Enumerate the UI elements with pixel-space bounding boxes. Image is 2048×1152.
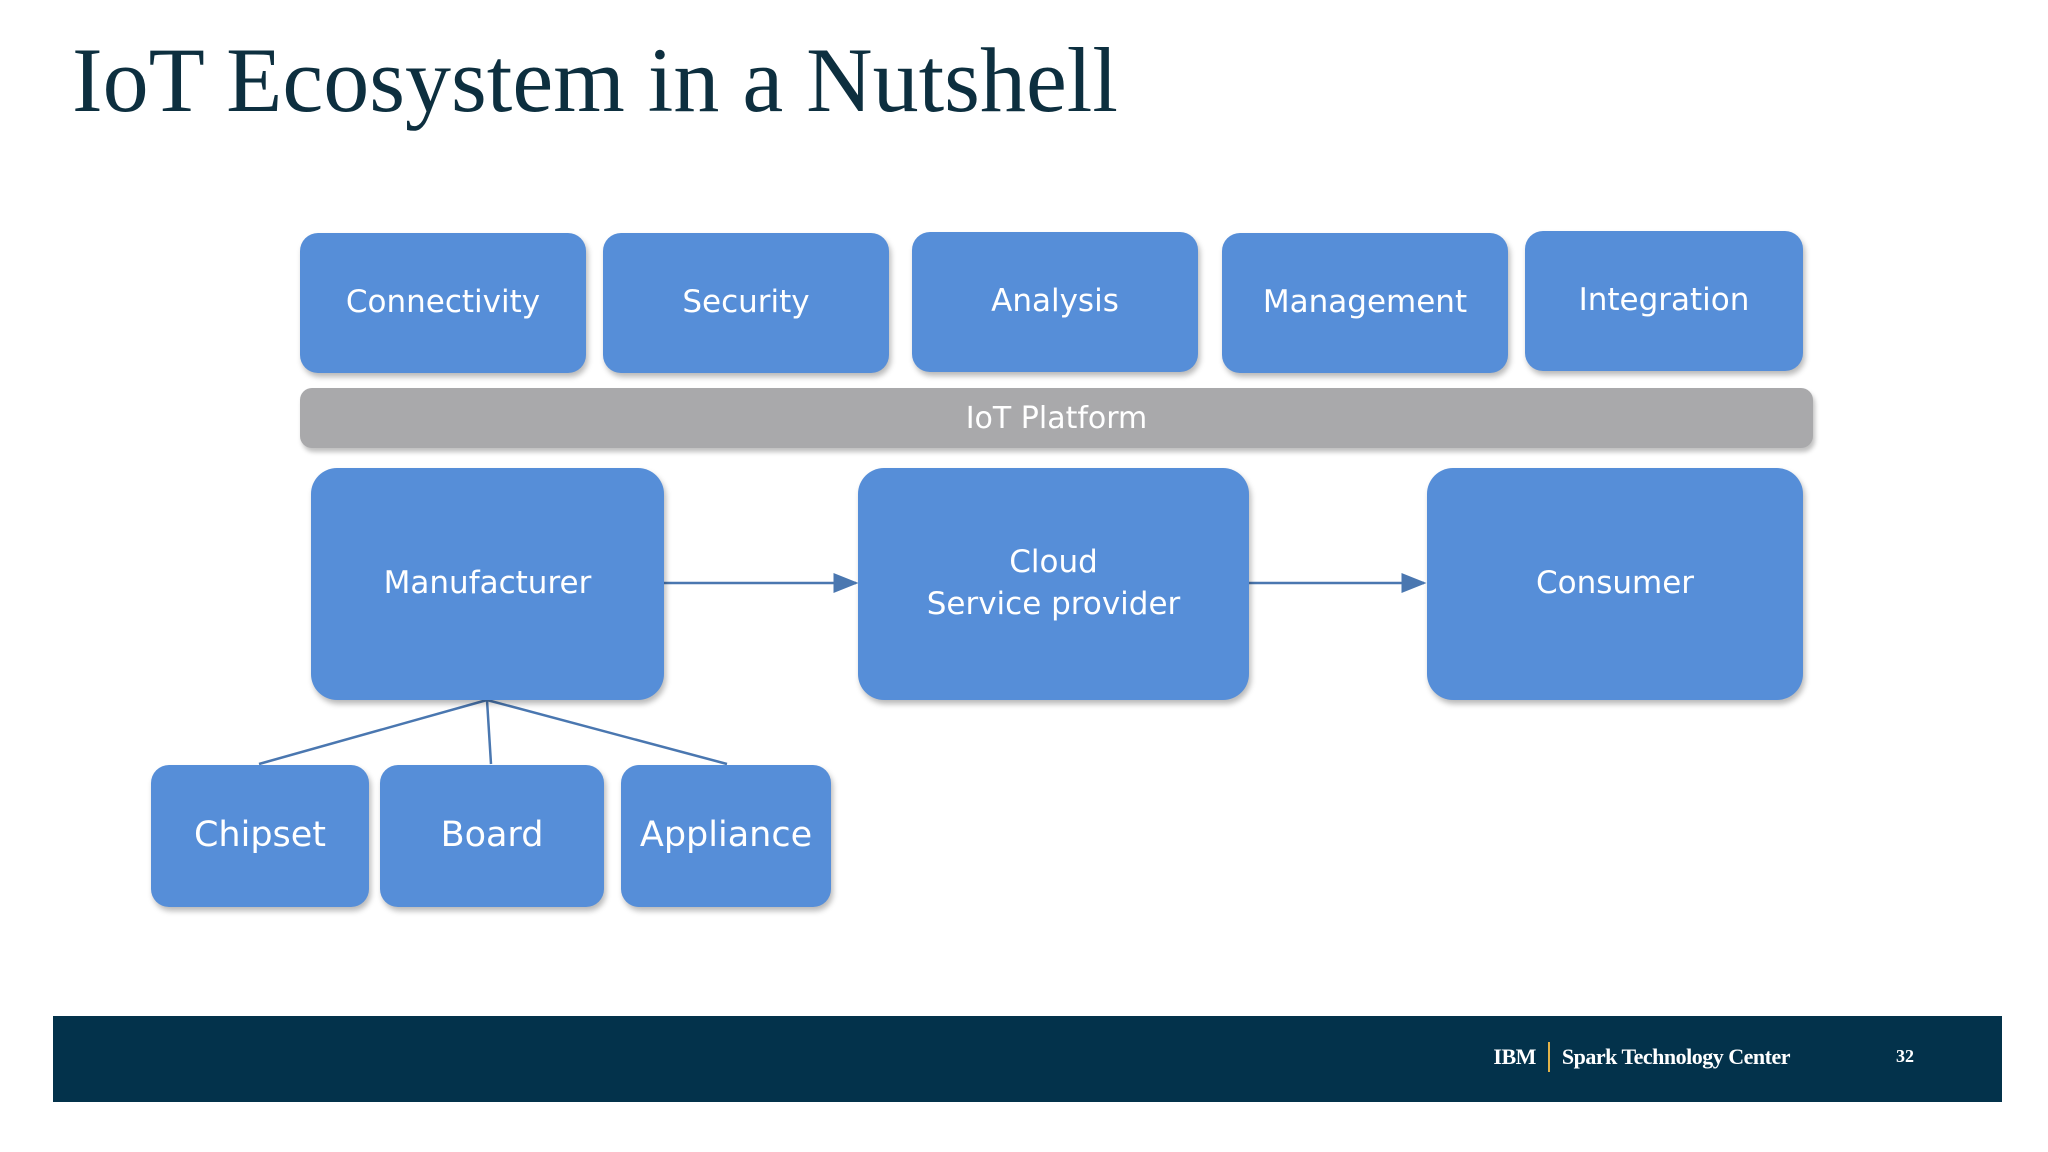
slide-title: IoT Ecosystem in a Nutshell: [72, 29, 1118, 131]
capability-management: Management: [1222, 233, 1508, 373]
chipset-box: Chipset: [151, 765, 369, 907]
manufacturer-label: Manufacturer: [383, 565, 592, 602]
page-number: 32: [1896, 1046, 1914, 1066]
company-name: IBM: [1493, 1044, 1536, 1069]
center-name: Spark Technology Center: [1561, 1044, 1791, 1069]
consumer-box: Consumer: [1427, 468, 1803, 700]
capability-analysis: Analysis: [912, 232, 1198, 372]
capability-security: Security: [603, 233, 889, 373]
capability-analysis-label: Analysis: [991, 283, 1119, 320]
appliance-label: Appliance: [639, 815, 813, 856]
appliance-box: Appliance: [621, 765, 831, 907]
chipset-label: Chipset: [193, 815, 327, 856]
iot-platform-bar: IoT Platform: [300, 388, 1813, 448]
manufacturer-box: Manufacturer: [311, 468, 664, 700]
iot-platform-label: IoT Platform: [965, 400, 1148, 436]
board-box: Board: [380, 765, 604, 907]
capability-connectivity: Connectivity: [300, 233, 586, 373]
capability-management-label: Management: [1262, 284, 1468, 321]
brand-logo: IBM Spark Technology Center: [1493, 1042, 1791, 1072]
cloud-label-line1: Cloud: [1009, 544, 1098, 581]
footer-bar: IBM Spark Technology Center 32: [53, 1016, 2002, 1102]
connector-board-to-manufacturer: [485, 699, 493, 765]
board-label: Board: [440, 815, 544, 856]
consumer-label: Consumer: [1535, 565, 1695, 602]
cloud-label-line2: Service provider: [926, 586, 1181, 622]
connector-appliance-to-manufacturer: [486, 698, 728, 766]
capability-connectivity-label: Connectivity: [345, 284, 541, 321]
capability-integration-label: Integration: [1578, 282, 1750, 319]
connector-chipset-to-manufacturer: [258, 698, 488, 766]
capability-integration: Integration: [1525, 231, 1803, 371]
cloud-service-provider-box: Cloud Service provider: [858, 468, 1249, 700]
brand-separator: [1547, 1042, 1550, 1072]
capability-security-label: Security: [682, 284, 810, 321]
